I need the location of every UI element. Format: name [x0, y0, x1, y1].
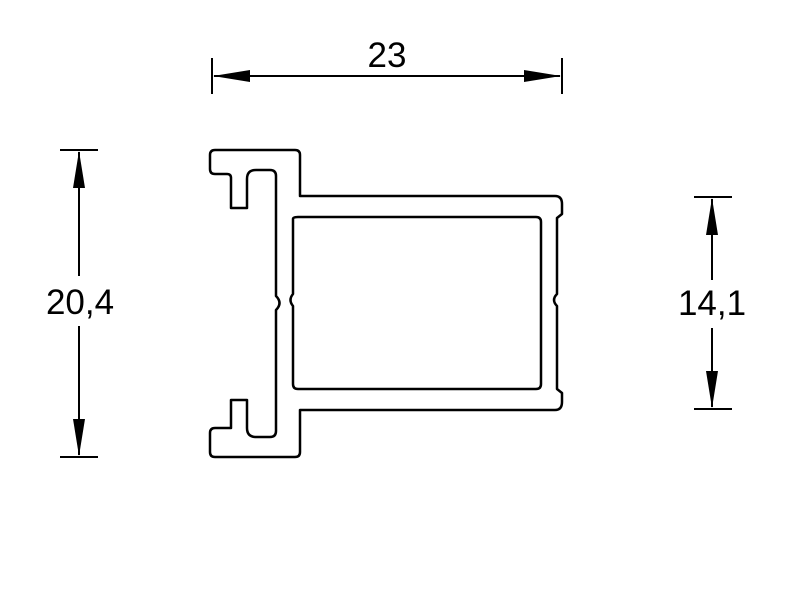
- height-total-label: 20,4: [46, 283, 114, 322]
- height-box-arrow-bottom: [706, 371, 718, 408]
- height-box-label: 14,1: [678, 284, 746, 323]
- height-total-dimension: 20,4: [46, 149, 114, 458]
- width-dimension-label: 23: [368, 36, 407, 75]
- height-box-dimension: 14,1: [678, 196, 746, 410]
- profile-section: [208, 148, 564, 459]
- width-arrow-right: [524, 70, 561, 82]
- width-arrow-left: [213, 70, 250, 82]
- height-total-arrow-bottom: [73, 419, 85, 456]
- profile-inner-hollow: [289, 215, 543, 391]
- width-dimension: 23: [211, 36, 563, 94]
- height-box-arrow-top: [706, 198, 718, 235]
- height-total-arrow-top: [73, 151, 85, 188]
- profile-outer-contour: [208, 148, 564, 459]
